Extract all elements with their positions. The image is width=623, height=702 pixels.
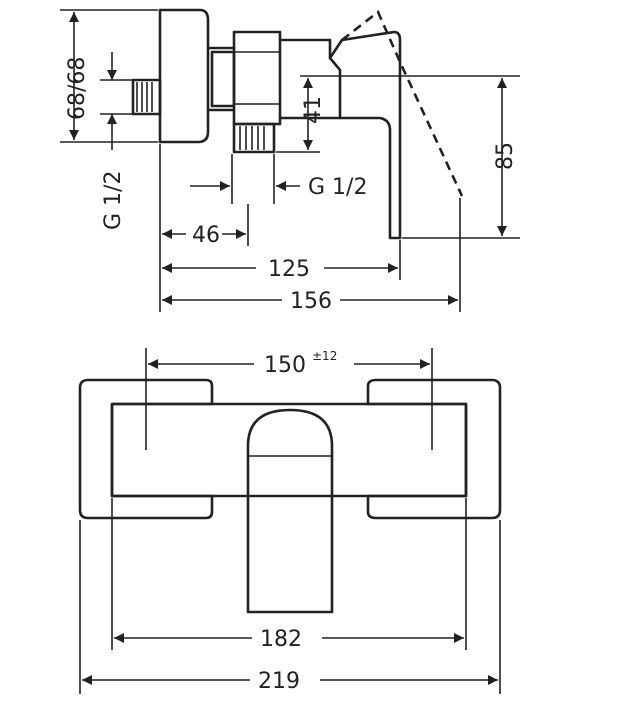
front-left-rosette [78, 378, 214, 520]
dim-g-right-label: G 1/2 [308, 175, 367, 200]
dim-46-label: 46 [192, 223, 220, 248]
dim-219-label: 219 [258, 669, 300, 694]
side-body [158, 8, 210, 144]
front-handle [246, 408, 334, 614]
side-hex-nut [232, 30, 282, 126]
dim-85-label: 85 [493, 142, 518, 170]
front-view: 150 ±12 182 219 [78, 348, 502, 694]
dim-125-label: 125 [268, 257, 310, 282]
side-lever-dashed [341, 9, 464, 197]
side-inlet [131, 78, 162, 116]
dim-41-label: 41 [301, 96, 326, 124]
front-right-rosette [366, 378, 502, 520]
dim-156-label: 156 [290, 289, 332, 314]
dim-182-label: 182 [260, 627, 302, 652]
side-outlet [232, 122, 276, 154]
side-view: 68/68 G 1/2 41 85 G 1/2 46 125 [60, 8, 520, 314]
dim-150-tolerance: ±12 [312, 349, 337, 363]
dim-g-left-label: G 1/2 [101, 171, 126, 230]
front-body-bar [110, 402, 468, 498]
side-lever [328, 30, 402, 240]
dim-68-label: 68/68 [65, 57, 90, 120]
dim-150-label: 150 [264, 353, 306, 378]
